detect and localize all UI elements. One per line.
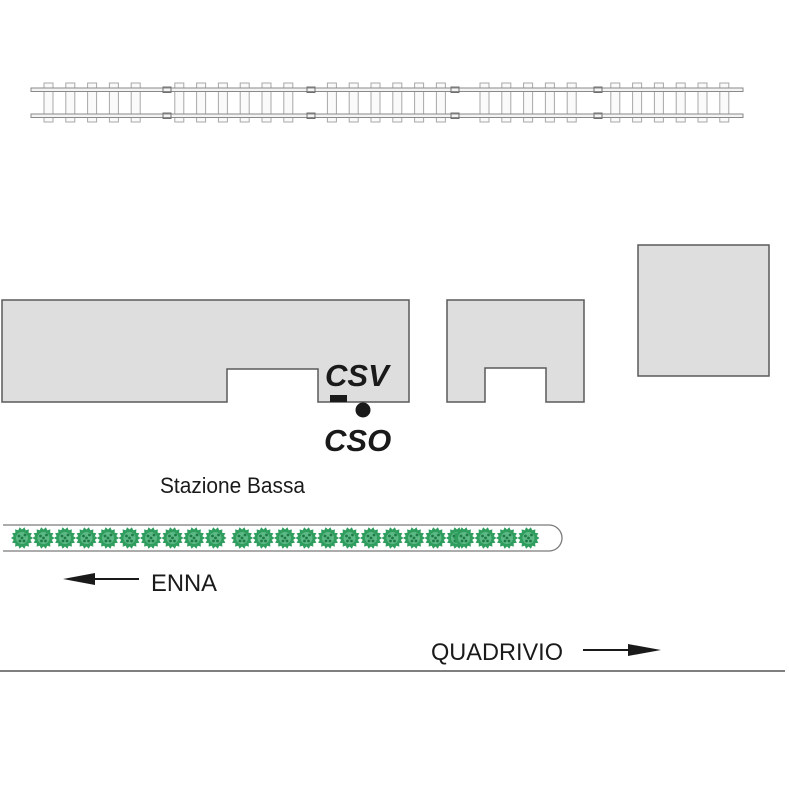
tree-icon — [204, 527, 227, 549]
railway-tie — [217, 82, 228, 123]
quadrivio-arrow-head-icon — [628, 644, 661, 656]
tree-row-outline — [3, 524, 563, 552]
railway-tie — [566, 82, 577, 123]
tree-icon — [161, 527, 184, 549]
railway-tie — [108, 82, 119, 123]
railway-tie — [435, 82, 446, 123]
railway-tie — [632, 82, 643, 123]
cso-marker — [355, 402, 371, 418]
railway-tie — [392, 82, 403, 123]
enna-label: ENNA — [151, 570, 217, 597]
tree-icon — [11, 527, 33, 549]
rail-top — [30, 87, 744, 92]
railway-tie — [675, 82, 686, 123]
rail-joint — [450, 112, 460, 119]
railway-tie — [653, 82, 664, 123]
cso-label: CSO — [324, 423, 391, 458]
railway-track — [30, 82, 744, 123]
csv-marker — [330, 395, 347, 402]
tree-icon — [453, 527, 475, 549]
rail-joint — [162, 112, 172, 119]
tree-icon — [338, 527, 361, 549]
railway-tie — [501, 82, 512, 123]
railway-tie — [174, 82, 185, 123]
rail-joint — [450, 86, 460, 93]
tree-icon — [496, 527, 518, 549]
railway-tie — [239, 82, 250, 123]
tree-icon — [424, 527, 447, 549]
tree-icon — [474, 527, 497, 549]
tree-icon — [75, 527, 98, 549]
tree-icon — [295, 527, 318, 549]
rail-joint — [306, 86, 316, 93]
building-middle — [446, 299, 585, 403]
quadrivio-label: QUADRIVIO — [431, 639, 563, 666]
tree-icon — [403, 527, 425, 549]
railway-tie — [348, 82, 359, 123]
enna-arrow-head-icon — [63, 573, 95, 585]
railway-tie — [87, 82, 98, 123]
railway-tie — [283, 82, 294, 123]
tree-icon — [118, 527, 141, 549]
tree-icon — [381, 527, 404, 549]
railway-tie — [43, 82, 54, 123]
railway-ties — [43, 82, 730, 123]
rail-joint — [593, 112, 603, 119]
railway-tie — [719, 82, 730, 123]
rail-bottom — [30, 113, 744, 118]
tree-icon — [32, 527, 55, 549]
railway-tie — [370, 82, 381, 123]
railway-tie — [414, 82, 425, 123]
quadrivio-direction: QUADRIVIO — [431, 639, 661, 666]
railway-tie — [479, 82, 490, 123]
railway-tie — [196, 82, 207, 123]
tree-icon — [54, 527, 76, 549]
railway-tie — [544, 82, 555, 123]
station-label: Stazione Bassa — [160, 473, 306, 498]
railway-tie — [130, 82, 141, 123]
rail-joint — [306, 112, 316, 119]
tree-icon — [231, 527, 253, 549]
trees — [11, 527, 540, 549]
csv-label: CSV — [325, 358, 391, 393]
rail-joint — [593, 86, 603, 93]
railway-tie — [261, 82, 272, 123]
rail-joints — [162, 86, 603, 119]
railway-tie — [523, 82, 534, 123]
tree-icon — [140, 527, 162, 549]
railway-tie — [610, 82, 621, 123]
tree-icon — [274, 527, 296, 549]
tree-icon — [517, 527, 540, 549]
building-east — [637, 244, 770, 377]
tree-icon — [317, 527, 339, 549]
tree-icon — [252, 527, 275, 549]
tree-icon — [97, 527, 119, 549]
tree-icon — [183, 527, 205, 549]
rail-joint — [162, 86, 172, 93]
building-main-station — [1, 299, 410, 403]
railway-tie — [697, 82, 708, 123]
tree-row — [3, 524, 563, 552]
railway-tie — [326, 82, 337, 123]
tree-icon — [360, 527, 382, 549]
enna-direction: ENNA — [63, 570, 217, 597]
railway-tie — [65, 82, 76, 123]
